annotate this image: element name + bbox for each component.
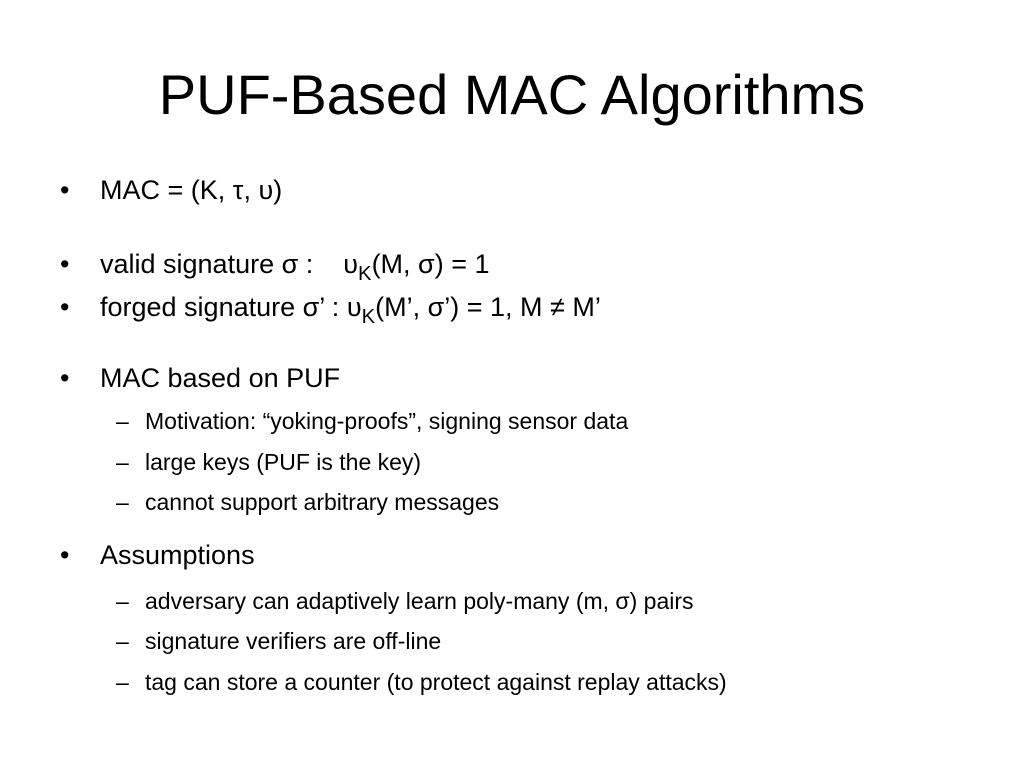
bullet-icon: • (60, 292, 70, 322)
bullet-assumptions: • Assumptions (60, 538, 255, 572)
sub-item-verifiers: –signature verifiers are off-line (116, 626, 441, 656)
sub-item-text: Motivation: “yoking-proofs”, signing sen… (145, 408, 629, 434)
bullet-icon: • (60, 175, 70, 205)
forged-expression-a: (M’, σ’) = 1, M (375, 292, 551, 322)
valid-expression: (M, σ) = 1 (371, 249, 490, 279)
sub-item-adversary: –adversary can adaptively learn poly-man… (116, 586, 694, 616)
dash-icon: – (116, 588, 129, 614)
forged-signature-label: forged signature σ’ : (100, 292, 340, 322)
sub-item-text: large keys (PUF is the key) (145, 449, 422, 475)
bullet-forged-signature: • forged signature σ’ : υK(M’, σ’) = 1, M… (60, 290, 601, 327)
not-equal-symbol: ≠ (550, 292, 565, 322)
sub-item-text: cannot support arbitrary messages (145, 489, 500, 515)
sub-item-text: adversary can adaptively learn poly-many… (145, 588, 694, 614)
slide-title: PUF-Based MAC Algorithms (158, 63, 866, 126)
dash-icon: – (116, 628, 129, 654)
dash-icon: – (116, 408, 129, 434)
mac-definition-text: MAC = (K, τ, υ) (100, 175, 283, 205)
sub-item-arbitrary-messages: –cannot support arbitrary messages (116, 487, 499, 517)
dash-icon: – (116, 669, 129, 695)
bullet-mac-based-on-puf: • MAC based on PUF (60, 361, 340, 395)
valid-signature-label: valid signature σ : (100, 249, 314, 279)
bullet-mac-definition: • MAC = (K, τ, υ) (60, 173, 282, 207)
forged-func: υ (346, 292, 362, 322)
dash-icon: – (116, 489, 129, 515)
assumptions-label: Assumptions (100, 540, 255, 570)
bullet-icon: • (60, 540, 70, 570)
dash-icon: – (116, 449, 129, 475)
sub-item-large-keys: –large keys (PUF is the key) (116, 447, 421, 477)
sub-item-counter: –tag can store a counter (to protect aga… (116, 667, 727, 697)
bullet-icon: • (60, 363, 70, 393)
forged-func-subscript: K (361, 306, 376, 329)
bullet-valid-signature: • valid signature σ : υK(M, σ) = 1 (60, 247, 490, 284)
mac-puf-label: MAC based on PUF (100, 363, 341, 393)
sub-item-text: signature verifiers are off-line (145, 628, 442, 654)
sub-item-text: tag can store a counter (to protect agai… (145, 669, 727, 695)
sub-item-motivation: –Motivation: “yoking-proofs”, signing se… (116, 406, 628, 436)
bullet-icon: • (60, 249, 70, 279)
valid-func: υ (343, 249, 359, 279)
valid-func-subscript: K (358, 263, 372, 286)
forged-expression-b: M’ (564, 292, 601, 322)
